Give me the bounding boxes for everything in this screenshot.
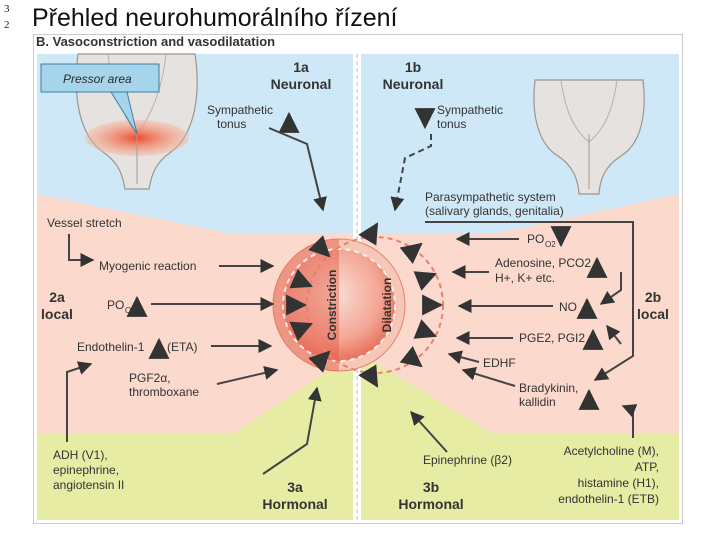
epinephrine-b2-label: Epinephrine (β2) <box>423 453 512 467</box>
zone-2a-name: local <box>41 306 73 322</box>
zone-2b-name: local <box>637 306 669 322</box>
pge-label: PGE2, PGI2 <box>519 331 585 345</box>
vessel-stretch-label: Vessel stretch <box>47 216 122 230</box>
zone-3b-background <box>361 354 679 520</box>
svg-text:O2: O2 <box>545 240 556 249</box>
po2-left-label: PO <box>107 298 124 312</box>
acetylcholine-line3: histamine (H1), <box>578 476 659 490</box>
parasympathetic-line2: (salivary glands, genitalia) <box>425 204 564 218</box>
no-label: NO <box>559 300 577 314</box>
thromboxane-label: thromboxane <box>129 385 199 399</box>
acetylcholine-line4: endothelin-1 (ETB) <box>558 492 659 506</box>
pgf-label: PGF2α, <box>129 371 171 385</box>
zone-1a-number: 1a <box>293 59 309 75</box>
bradykinin-line1: Bradykinin, <box>519 381 578 395</box>
constriction-label: Constriction <box>325 270 339 341</box>
zone-2b-number: 2b <box>645 289 661 305</box>
adenosine-line2: H+, K+ etc. <box>495 271 555 285</box>
zone-2a-number: 2a <box>49 289 65 305</box>
pressor-area-label: Pressor area <box>63 72 132 86</box>
parasympathetic-line1: Parasympathetic system <box>425 190 556 204</box>
bradykinin-line2: kallidin <box>519 395 556 409</box>
myogenic-reaction-label: Myogenic reaction <box>99 259 196 273</box>
pressor-area-callout: Pressor area <box>40 63 160 135</box>
adh-line3: angiotensin II <box>53 478 124 492</box>
zone-1b-number: 1b <box>405 59 421 75</box>
zone-3b-name: Hormonal <box>398 496 463 512</box>
adenosine-line1: Adenosine, PCO2 <box>495 256 591 270</box>
slide-number-top: 3 <box>4 3 10 15</box>
acetylcholine-line2: ATP, <box>635 460 659 474</box>
sympathetic-left-line1: Sympathetic <box>207 103 273 117</box>
sympathetic-right-line1: Sympathetic <box>437 103 503 117</box>
dilatation-label: Dilatation <box>380 278 394 333</box>
brainstem-right-illustration <box>533 79 645 195</box>
endothelin-left-receptor: (ETA) <box>167 340 197 354</box>
adh-line1: ADH (V1), <box>53 448 108 462</box>
dilatation-arrows <box>358 222 444 388</box>
endothelin-left-label: Endothelin-1 <box>77 340 145 354</box>
edhf-label: EDHF <box>483 356 516 370</box>
zone-1a-name: Neuronal <box>271 76 332 92</box>
zone-1b-name: Neuronal <box>383 76 444 92</box>
vasoconstriction-diagram: B. Vasoconstriction and vasodilatation P… <box>33 34 683 524</box>
sympathetic-right-line2: tonus <box>437 117 466 131</box>
zone-3a-background <box>37 354 353 520</box>
zone-3a-name: Hormonal <box>262 496 327 512</box>
zone-3a-number: 3a <box>287 479 303 495</box>
slide-number-bottom: 2 <box>4 19 10 31</box>
zone-3b-number: 3b <box>423 479 439 495</box>
adh-line2: epinephrine, <box>53 463 119 477</box>
svg-text:O2: O2 <box>125 306 136 315</box>
sympathetic-left-line2: tonus <box>217 117 246 131</box>
po2-right-label: PO <box>527 232 544 246</box>
constriction-arrows <box>286 235 331 373</box>
acetylcholine-line1: Acetylcholine (M), <box>564 444 659 458</box>
figure-heading: B. Vasoconstriction and vasodilatation <box>36 34 275 49</box>
slide-title: Přehled neurohumorálního řízení <box>32 4 398 32</box>
